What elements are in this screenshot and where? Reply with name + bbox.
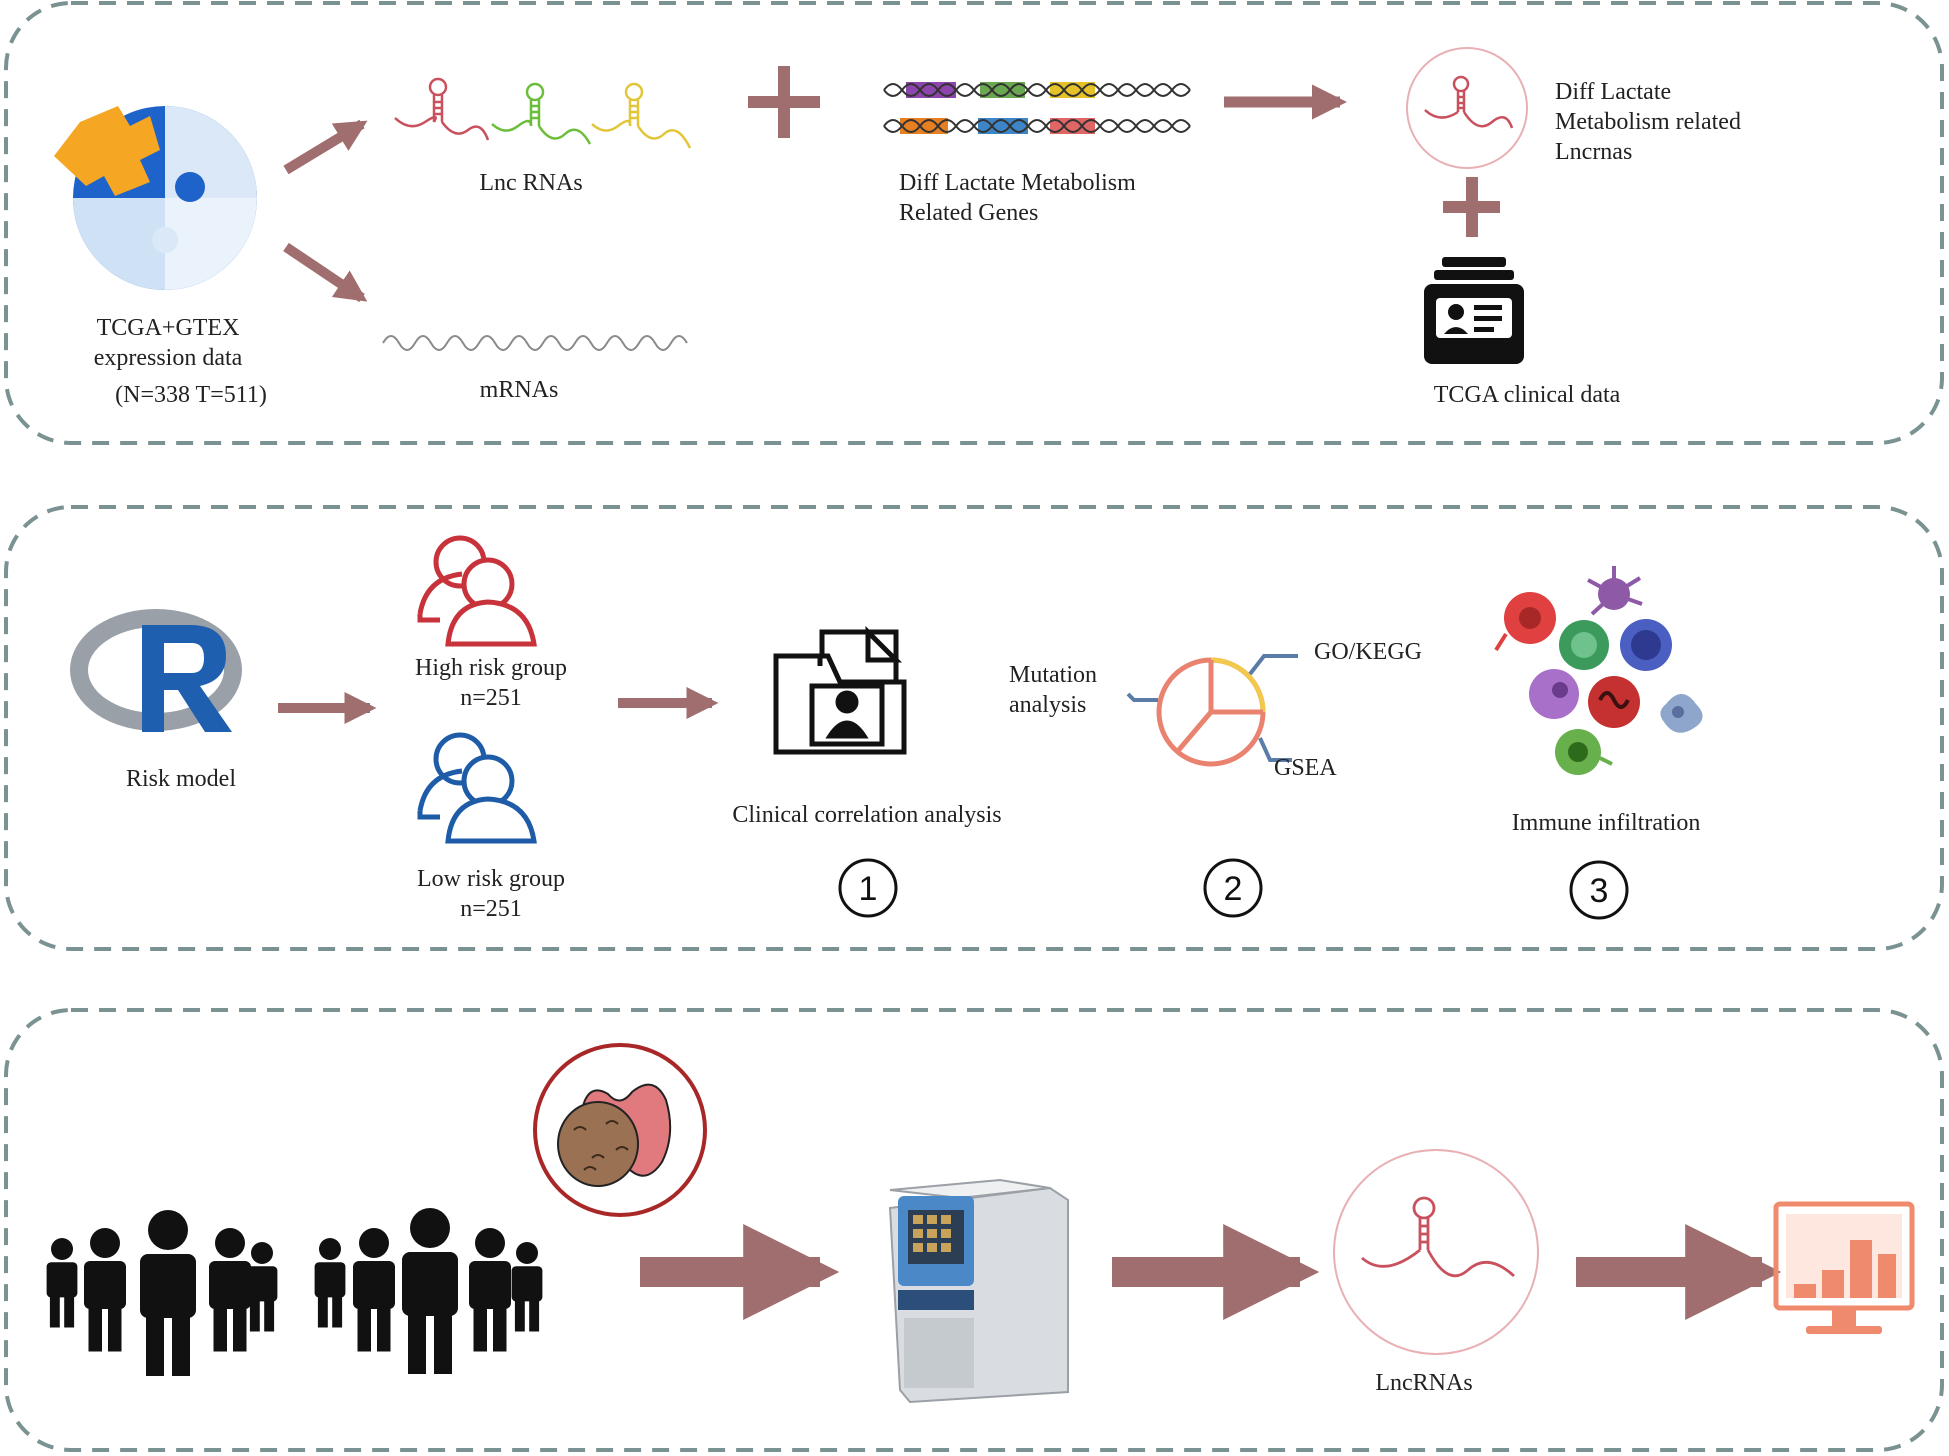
step-number-1: 1	[859, 870, 878, 908]
person-silhouette-icon	[209, 1228, 251, 1352]
puzzle-globe-icon	[54, 106, 257, 290]
mutation-line-2: analysis	[1009, 692, 1087, 718]
high-risk-line-1: High risk group	[415, 655, 567, 681]
clinical-correlation-label: Clinical correlation analysis	[732, 802, 1002, 828]
plus-icon	[748, 66, 820, 138]
low-risk-people-icon	[417, 732, 537, 844]
gsea-label: GSEA	[1274, 755, 1337, 781]
mrna-wave-icon	[382, 335, 688, 351]
immune-infiltration-label: Immune infiltration	[1511, 810, 1701, 836]
thyroid-tissue-icon	[533, 1043, 707, 1217]
lnc-rnas-label: Lnc RNAs	[479, 170, 583, 196]
person-silhouette-icon	[246, 1242, 278, 1332]
panel-validation	[4, 1008, 1944, 1452]
tcga-gtex-line-2: expression data	[93, 345, 243, 371]
person-silhouette-icon	[314, 1238, 346, 1328]
low-risk-line-2: n=251	[460, 896, 522, 922]
diff-genes-line-2: Related Genes	[899, 200, 1039, 226]
gokegg-label: GO/KEGG	[1314, 639, 1422, 665]
panel-data-collection	[4, 1, 1944, 445]
step-number-3: 3	[1590, 872, 1609, 910]
dna-helix-icon	[883, 82, 1191, 134]
crowd-icon	[46, 1208, 543, 1376]
monitor-chart-icon	[1773, 1201, 1915, 1334]
diff-genes-line-1: Diff Lactate Metabolism	[899, 170, 1136, 196]
low-risk-line-1: Low risk group	[417, 866, 565, 892]
panel-risk-model	[4, 505, 1944, 951]
high-risk-line-2: n=251	[460, 685, 522, 711]
step-circle-3	[1569, 860, 1629, 920]
mrnas-label: mRNAs	[479, 377, 559, 403]
person-silhouette-icon	[469, 1228, 511, 1352]
diff-lncrnas-line-3: Lncrnas	[1555, 139, 1633, 165]
plus-icon-2	[1443, 177, 1500, 237]
diff-lncrnas-line-2: Metabolism related	[1555, 109, 1741, 135]
folder-profile-icon	[773, 625, 907, 755]
pie-chart-icon	[1126, 654, 1298, 767]
person-silhouette-icon	[140, 1210, 196, 1376]
high-risk-people-icon	[417, 535, 537, 647]
pcr-machine-icon	[888, 1178, 1069, 1404]
step-circle-1	[838, 858, 898, 918]
diff-lncrna-icon	[1406, 47, 1528, 169]
step-circle-2	[1203, 858, 1263, 918]
step-number-2: 2	[1224, 870, 1243, 908]
mutation-line-1: Mutation	[1009, 662, 1097, 688]
diff-lncrnas-line-1: Diff Lactate	[1555, 79, 1672, 105]
clipboard-profile-icon	[1424, 257, 1524, 364]
r-logo-icon	[70, 609, 242, 732]
person-silhouette-icon	[46, 1238, 78, 1328]
person-silhouette-icon	[511, 1242, 543, 1332]
risk-model-label: Risk model	[125, 766, 237, 792]
arrow-to-lncrnas	[283, 119, 368, 175]
person-silhouette-icon	[402, 1208, 458, 1374]
lncrna-icon	[394, 77, 692, 149]
immune-cells-icon	[1494, 566, 1703, 775]
tcga-gtex-line-1: TCGA+GTEX	[96, 315, 240, 341]
tcga-gtex-line-3: (N=338 T=511)	[115, 382, 267, 408]
person-silhouette-icon	[84, 1228, 126, 1352]
tcga-clinical-label: TCGA clinical data	[1433, 382, 1621, 408]
person-silhouette-icon	[353, 1228, 395, 1352]
lncrna-result-icon	[1333, 1149, 1539, 1355]
lncrnas-result-label: LncRNAs	[1375, 1370, 1473, 1396]
arrow-to-mrnas	[283, 242, 368, 303]
